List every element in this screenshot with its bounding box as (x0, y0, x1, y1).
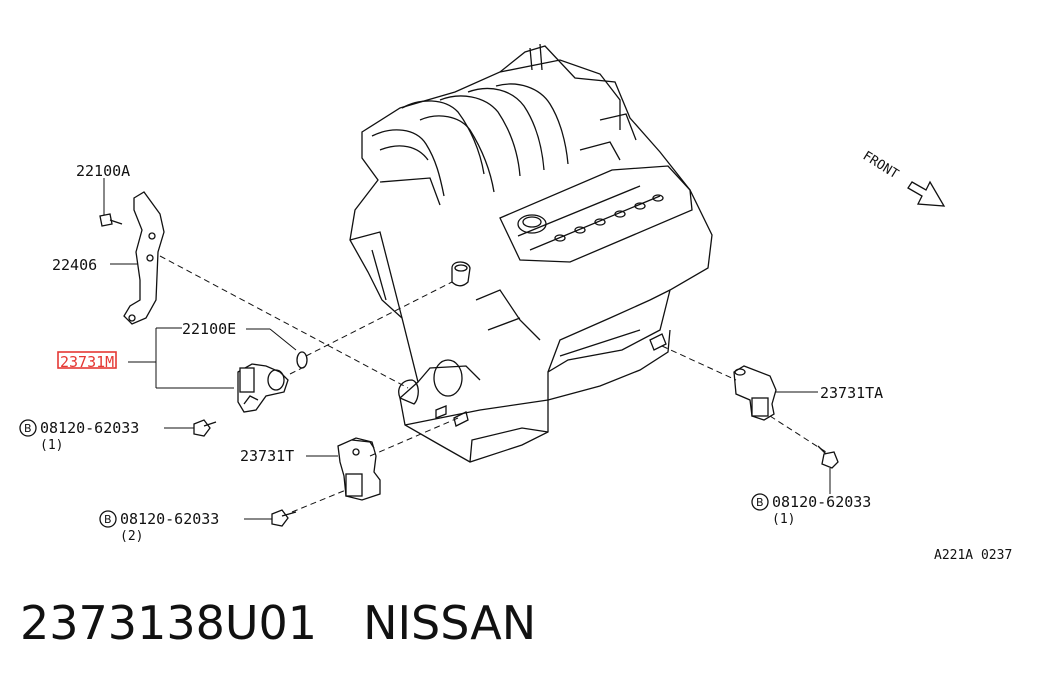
bolt-bottom-prefix: B (104, 513, 112, 526)
part-22406-bracket: 22406 (52, 191, 165, 325)
label-22406: 22406 (52, 256, 97, 274)
bolt-left-qty: (1) (40, 438, 63, 453)
label-22100E: 22100E (182, 320, 236, 338)
front-label: FRONT (860, 149, 901, 183)
front-arrow-icon (907, 180, 946, 207)
part-23731M[interactable]: 23731M (57, 327, 289, 413)
bolt-bottom-label: 08120-62033 (120, 510, 219, 528)
caption-brand: NISSAN (363, 596, 537, 650)
bolt-right: B 08120-62033 (1) (751, 445, 871, 527)
diagram-ref-code: A221A 0237 (934, 548, 1012, 563)
engine-illustration (349, 43, 713, 463)
label-23731M: 23731M (60, 353, 114, 371)
assembly-guide-lines (159, 255, 827, 513)
label-22100A: 22100A (76, 162, 130, 180)
part-caption: 2373138U01 NISSAN (20, 596, 536, 650)
bolt-bottom: B 08120-62033 (2) (99, 509, 297, 544)
bolt-right-label: 08120-62033 (772, 493, 871, 511)
bolt-left: B 08120-62033 (1) (19, 419, 217, 453)
front-direction-indicator: FRONT (860, 149, 946, 207)
bolt-right-prefix: B (756, 496, 764, 509)
bolt-left-prefix: B (24, 422, 32, 435)
part-23731T: 23731T (240, 437, 381, 501)
label-23731TA: 23731TA (820, 384, 883, 402)
part-22100E: 22100E (182, 320, 308, 369)
part-22100A: 22100A (76, 162, 130, 227)
highlight-box (57, 351, 117, 369)
label-23731T: 23731T (240, 447, 294, 465)
bolt-left-label: 08120-62033 (40, 419, 139, 437)
bolt-bottom-qty: (2) (120, 529, 143, 544)
caption-part-number: 2373138U01 (20, 596, 318, 650)
bolt-right-qty: (1) (772, 512, 795, 527)
part-23731TA: 23731TA (733, 365, 883, 421)
